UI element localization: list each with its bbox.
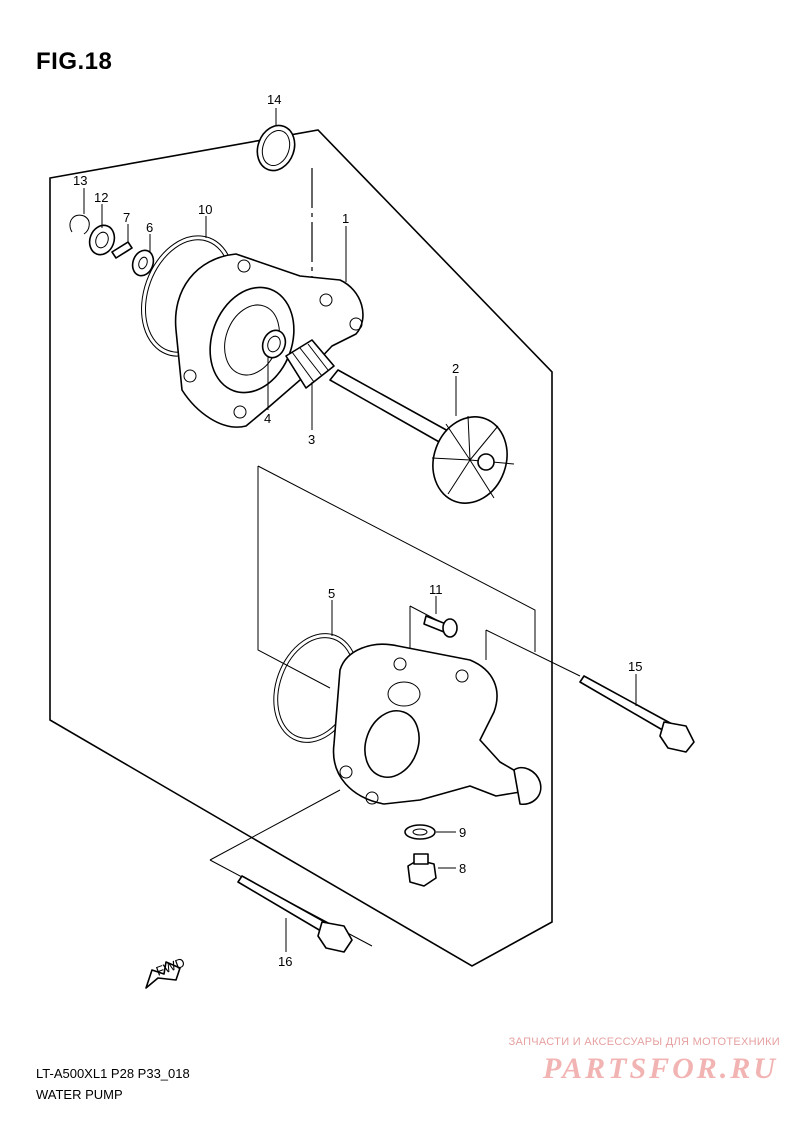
part-13-e-clip	[69, 214, 90, 235]
part-3-mechanical-seal	[285, 339, 335, 389]
callout-1: 1	[342, 211, 349, 226]
callout-16: 16	[278, 954, 292, 969]
callout-5: 5	[328, 586, 335, 601]
part-9-washer	[404, 824, 436, 840]
part-8-drain-bolt	[407, 853, 437, 887]
assembly-outline	[49, 129, 553, 967]
part-12-drive-gear	[88, 224, 116, 256]
diagram-code: LT-A500XL1 P28 P33_018	[36, 1066, 190, 1081]
bolt-frame-right	[485, 629, 581, 677]
callout-9: 9	[459, 825, 466, 840]
watermark-tagline: ЗАПЧАСТИ И АКСЕССУАРЫ ДЛЯ МОТОТЕХНИКИ	[508, 1036, 780, 1048]
callout-13: 13	[73, 173, 87, 188]
callout-2: 2	[452, 361, 459, 376]
callout-4: 4	[264, 411, 271, 426]
pump-cover-frame	[257, 466, 331, 689]
part-4-bearing	[261, 329, 287, 359]
callout-14: 14	[267, 92, 281, 107]
callout-6: 6	[146, 220, 153, 235]
part-6-washer	[131, 249, 155, 277]
callout-7: 7	[123, 210, 130, 225]
callout-8: 8	[459, 861, 466, 876]
callout-3: 3	[308, 432, 315, 447]
lower-frame	[209, 789, 373, 947]
callout-11: 11	[429, 582, 443, 597]
callout-15: 15	[628, 659, 642, 674]
diagram-name: WATER PUMP	[36, 1087, 123, 1102]
part-11-screw	[423, 615, 458, 638]
watermark-brand: PARTSFOR.RU	[543, 1052, 778, 1085]
callout-12: 12	[94, 190, 108, 205]
part-15-bolt	[579, 675, 695, 753]
figure-title: FIG.18	[36, 48, 113, 75]
part-2-impeller-shaft	[329, 369, 515, 504]
pump-cover-frame-top	[257, 465, 536, 652]
callout-10: 10	[198, 202, 212, 217]
fwd-arrow: FWD	[145, 955, 187, 989]
part-14-o-ring	[256, 124, 296, 172]
part-7-pin	[111, 241, 133, 259]
pump-cover	[332, 643, 542, 806]
part-16-bolt	[237, 875, 353, 953]
leaders	[83, 108, 637, 952]
